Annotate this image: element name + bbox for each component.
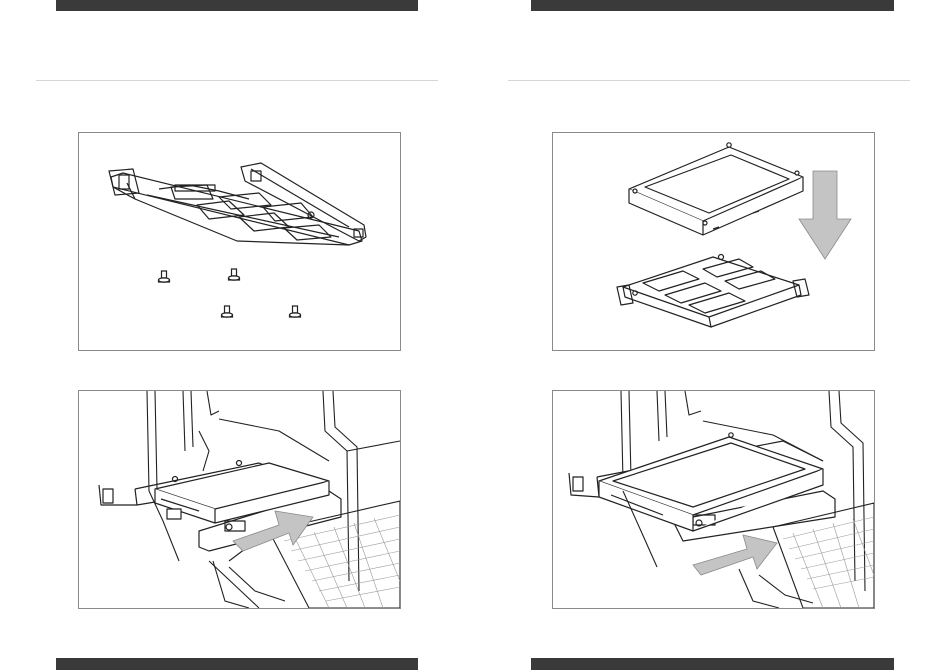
place-hdd-illustration <box>553 133 874 350</box>
drive-tray-icon <box>109 163 366 245</box>
hard-drive-icon <box>629 143 803 235</box>
insert-ssd-illustration <box>79 391 400 608</box>
right-page-divider <box>508 80 910 81</box>
push-arrow-icon <box>693 535 777 575</box>
top-right-header-bar <box>531 0 894 11</box>
figure-insert-hdd <box>552 390 875 609</box>
tray-and-screws-illustration <box>79 133 400 350</box>
hard-drive-icon <box>599 433 823 531</box>
figure-tray-and-screws <box>78 132 401 351</box>
left-page-divider <box>36 80 438 81</box>
bottom-left-footer-bar <box>56 658 418 670</box>
ssd-icon <box>155 463 329 523</box>
top-left-header-bar <box>56 0 418 11</box>
figure-place-hdd <box>552 132 875 351</box>
drive-tray-icon <box>617 255 809 328</box>
figure-insert-ssd <box>78 390 401 609</box>
screw-icon <box>159 269 301 317</box>
floor-mesh-pattern <box>783 517 874 608</box>
insert-hdd-illustration <box>553 391 874 608</box>
down-arrow-icon <box>799 171 851 259</box>
bottom-right-footer-bar <box>531 658 894 670</box>
